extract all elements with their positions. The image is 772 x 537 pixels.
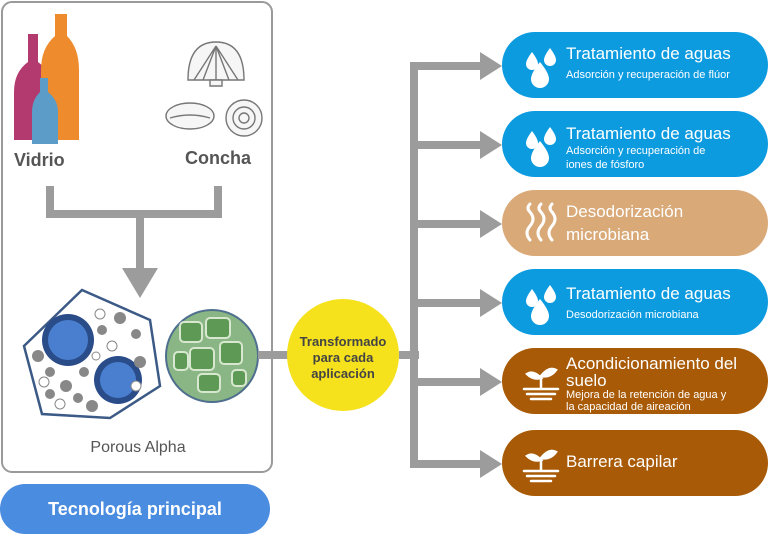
connector-line	[399, 351, 419, 359]
center-label-line-2: para cada	[313, 350, 374, 365]
porous-structure-icon	[22, 288, 162, 420]
application-subtitle: Adsorción y recuperación de	[566, 145, 706, 157]
product-label: Porous Alpha	[90, 439, 185, 456]
center-label-line-1: Transformado	[300, 334, 387, 349]
shells-icon	[165, 41, 263, 137]
center-label-line-3: aplicación	[311, 366, 375, 381]
granules-photo-icon	[165, 309, 259, 403]
application-capillary-barrier: Barrera capilar	[502, 430, 768, 496]
merge-arrow	[46, 186, 222, 270]
application-subtitle: Mejora de la retención de agua y	[566, 389, 727, 401]
water-drops-icon	[526, 48, 556, 88]
application-title: microbiana	[566, 225, 650, 244]
application-title: Tratamiento de aguas	[566, 124, 731, 143]
connector-line	[258, 351, 288, 359]
water-drops-icon	[526, 285, 556, 325]
center-circle	[287, 299, 399, 411]
application-water-treatment-fluoride: Tratamiento de aguas Adsorción y recuper…	[502, 32, 768, 98]
odor-waves-icon	[525, 202, 557, 242]
application-soil-conditioning: Acondicionamiento del suelo Mejora de la…	[502, 348, 768, 414]
glass-label: Vidrio	[14, 150, 65, 170]
application-title: Barrera capilar	[566, 452, 678, 471]
sprout-icon	[522, 449, 560, 483]
application-subtitle: la capacidad de aireación	[566, 401, 691, 413]
glass-bottles-icon	[14, 14, 79, 144]
application-title: Tratamiento de aguas	[566, 44, 731, 63]
application-title: Acondicionamiento del	[566, 354, 738, 373]
shell-label: Concha	[185, 148, 252, 168]
sprout-icon	[522, 367, 560, 401]
application-subtitle: iones de fósforo	[566, 159, 645, 171]
water-drops-icon	[526, 127, 556, 167]
application-title: Desodorización	[566, 202, 684, 221]
application-title: Tratamiento de aguas	[566, 284, 731, 303]
merge-arrow-head	[122, 268, 158, 298]
core-technology-label: Tecnología principal	[0, 484, 270, 534]
application-subtitle: Desodorización microbiana	[566, 309, 699, 321]
application-title: suelo	[566, 371, 607, 390]
application-water-treatment-deodorization: Tratamiento de aguas Desodorización micr…	[502, 269, 768, 335]
distribution-arrows	[410, 52, 502, 478]
application-water-treatment-phosphorus: Tratamiento de aguas Adsorción y recuper…	[502, 111, 768, 177]
application-microbial-deodorization: Desodorización microbiana	[502, 190, 768, 256]
application-subtitle: Adsorción y recuperación de flúor	[566, 69, 730, 81]
